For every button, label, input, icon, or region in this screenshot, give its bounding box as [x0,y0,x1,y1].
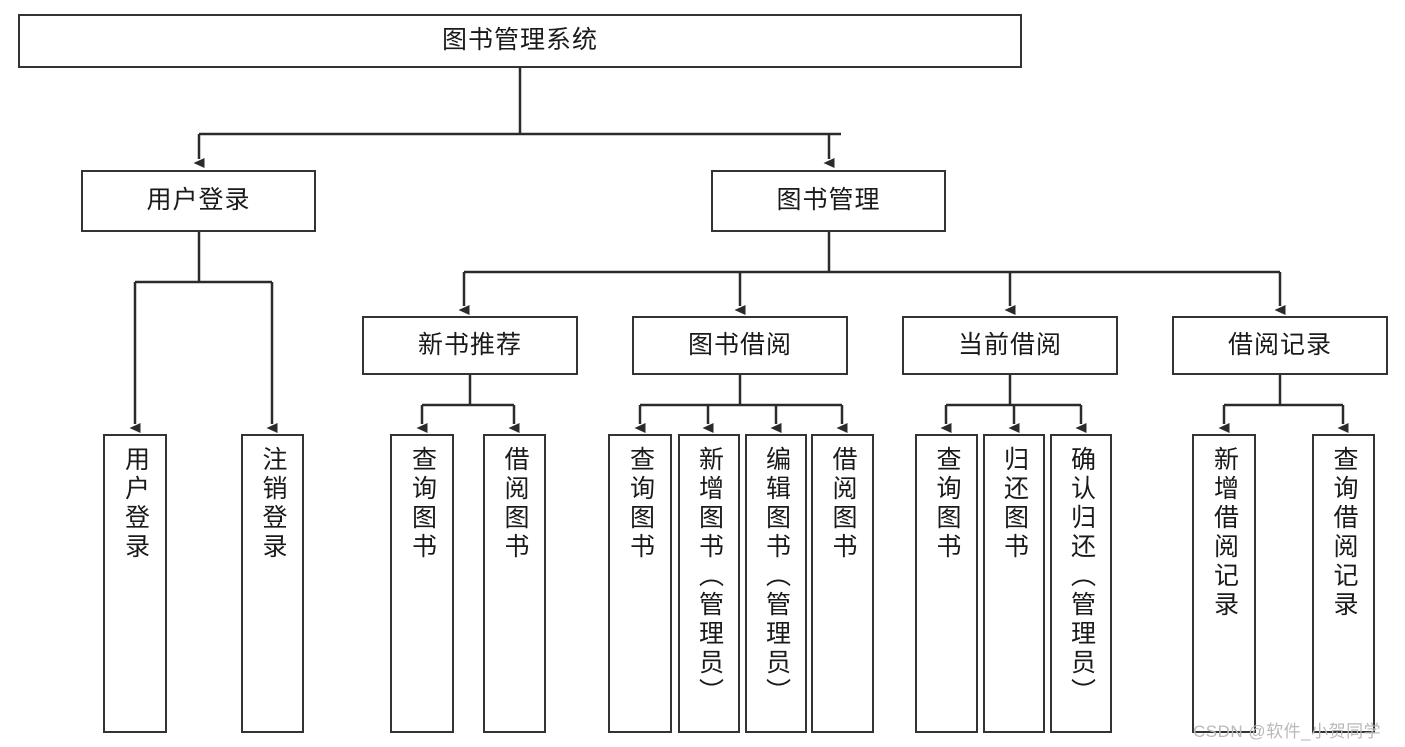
node-leaf-add-book-admin-label: 新增图书（管理员） [695,446,724,707]
edge-user-login-children [129,232,278,433]
node-leaf-add-borrow-record-label: 新增借阅记录 [1210,446,1239,620]
node-leaf-borrow-book[interactable]: 借阅图书 [811,434,874,733]
node-book-management-label: 图书管理 [776,186,881,215]
node-current-borrow-label: 当前借阅 [957,330,1062,359]
edge-borrow-record-children [1218,375,1349,433]
node-leaf-query-book-current[interactable]: 查询图书 [915,434,978,733]
node-leaf-query-borrow-record[interactable]: 查询借阅记录 [1312,434,1375,733]
node-leaf-query-borrow-record-label: 查询借阅记录 [1330,446,1358,620]
edge-book-management-children [458,232,1286,315]
node-leaf-confirm-return-admin[interactable]: 确认归还（管理员） [1050,434,1112,733]
node-leaf-borrow-book-recommend-label: 借阅图书 [501,446,529,562]
node-leaf-return-book-label: 归还图书 [1000,446,1029,562]
edge-root-stem [193,68,841,168]
node-leaf-query-book-borrow[interactable]: 查询图书 [608,434,672,733]
node-borrow-record-label: 借阅记录 [1227,330,1332,359]
edge-current-borrow-children [940,375,1087,433]
node-borrow-record[interactable]: 借阅记录 [1172,316,1388,375]
node-leaf-borrow-book-recommend[interactable]: 借阅图书 [483,434,546,733]
node-leaf-borrow-book-label: 借阅图书 [829,446,857,562]
node-root[interactable]: 图书管理系统 [18,14,1022,68]
node-leaf-logout-label: 注销登录 [259,446,287,562]
node-user-login[interactable]: 用户登录 [81,170,316,232]
node-book-borrow[interactable]: 图书借阅 [632,316,848,375]
node-leaf-logout[interactable]: 注销登录 [241,434,304,733]
node-user-login-label: 用户登录 [146,186,251,215]
node-leaf-add-borrow-record[interactable]: 新增借阅记录 [1192,434,1256,733]
node-leaf-confirm-return-admin-label: 确认归还（管理员） [1067,446,1096,707]
edge-new-book-recommend-children [416,375,520,433]
node-root-label: 图书管理系统 [441,26,598,55]
node-new-book-recommend-label: 新书推荐 [417,330,522,359]
node-leaf-query-book-current-label: 查询图书 [933,446,961,562]
node-leaf-query-book-recommend[interactable]: 查询图书 [390,434,454,733]
node-new-book-recommend[interactable]: 新书推荐 [362,316,578,375]
node-book-borrow-label: 图书借阅 [687,330,792,359]
node-leaf-user-login[interactable]: 用户登录 [103,434,167,733]
node-book-management[interactable]: 图书管理 [711,170,946,232]
node-leaf-edit-book-admin-label: 编辑图书（管理员） [762,446,791,707]
csdn-watermark: CSDN @软件_小贺同学 [1193,722,1382,741]
node-leaf-query-book-borrow-label: 查询图书 [626,446,655,562]
node-leaf-return-book[interactable]: 归还图书 [983,434,1045,733]
node-current-borrow[interactable]: 当前借阅 [902,316,1118,375]
edge-book-borrow-children [634,375,848,433]
node-leaf-edit-book-admin[interactable]: 编辑图书（管理员） [745,434,807,733]
node-leaf-query-book-recommend-label: 查询图书 [408,446,437,562]
node-leaf-user-login-label: 用户登录 [121,446,150,562]
node-leaf-add-book-admin[interactable]: 新增图书（管理员） [678,434,740,733]
